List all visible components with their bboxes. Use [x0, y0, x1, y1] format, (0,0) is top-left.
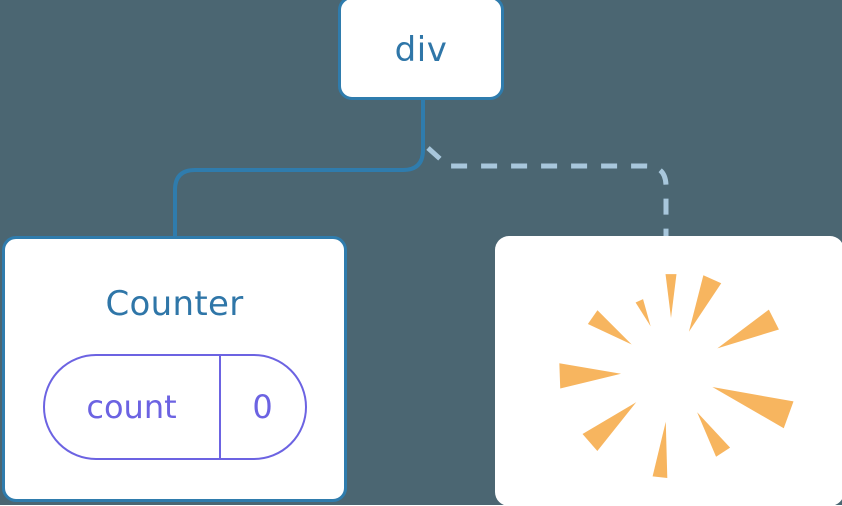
burst-ray-5: [582, 402, 637, 451]
edge-div-to-burst: [426, 146, 669, 238]
burst-ray-4: [559, 363, 622, 389]
burst-ray-3: [587, 310, 632, 345]
state-pill-value: 0: [252, 388, 273, 426]
burst-ray-2: [635, 299, 651, 327]
burst-ray-1: [665, 274, 677, 318]
edge-div-to-counter: [173, 100, 425, 238]
state-pill-count[interactable]: count 0: [42, 354, 307, 460]
burst-ray-0: [688, 275, 722, 332]
node-div[interactable]: div: [338, 0, 504, 100]
node-render-burst[interactable]: [495, 236, 842, 506]
state-pill-key: count: [45, 356, 221, 458]
sparkle-burst-icon: [559, 274, 794, 478]
node-counter[interactable]: Counter count 0: [2, 236, 347, 502]
node-div-label: div: [394, 30, 448, 70]
burst-ray-9: [717, 309, 779, 349]
burst-ray-6: [652, 421, 668, 478]
node-counter-title: Counter: [105, 284, 244, 324]
burst-ray-8: [712, 387, 794, 429]
burst-ray-7: [697, 412, 731, 457]
